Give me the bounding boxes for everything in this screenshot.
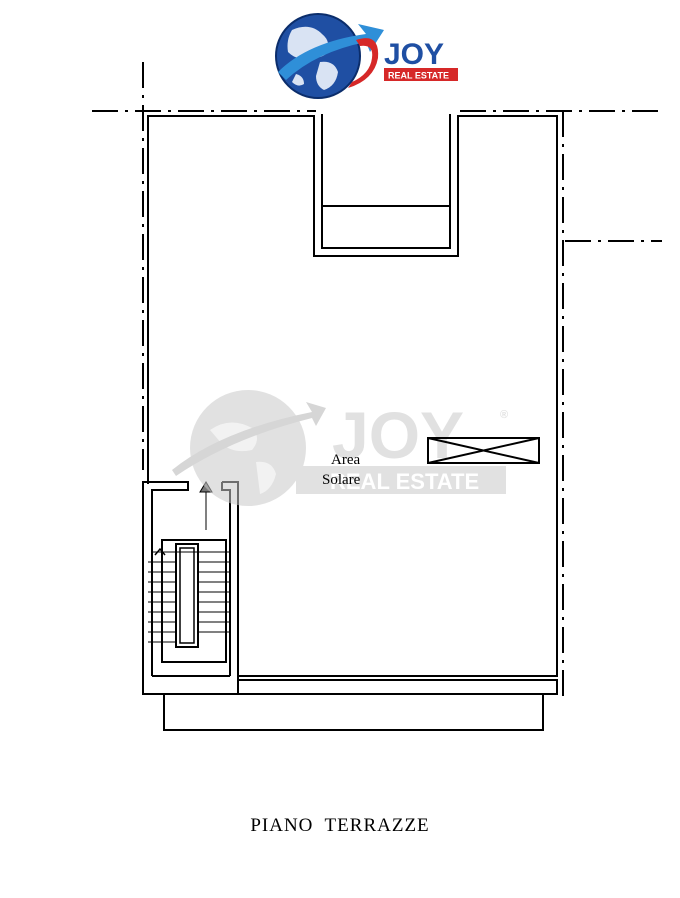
red-swoosh-icon (348, 38, 379, 88)
area-label-line1: Area (331, 452, 360, 468)
plan-caption: PIANO TERRAZZE (250, 815, 430, 836)
watermark-registered: ® (500, 409, 508, 421)
watermark-globe-icon (190, 390, 306, 506)
logo-brand: JOY (384, 38, 444, 71)
stair-core (142, 481, 239, 694)
logo-tagline-bar (384, 68, 458, 81)
logo-tagline: REAL ESTATE (388, 71, 449, 81)
watermark-tagline: REAL ESTATE (330, 469, 479, 494)
watermark-tagline-bar (296, 466, 506, 494)
equipment-box-icon (427, 437, 540, 464)
stair-start-icon (154, 547, 166, 556)
axis-lines (92, 62, 662, 696)
joy-watermark: JOY ® REAL ESTATE (172, 390, 508, 506)
globe-icon (275, 13, 384, 99)
area-label-line2: Solare (322, 472, 361, 488)
joy-logo: JOY REAL ESTATE (275, 13, 458, 99)
